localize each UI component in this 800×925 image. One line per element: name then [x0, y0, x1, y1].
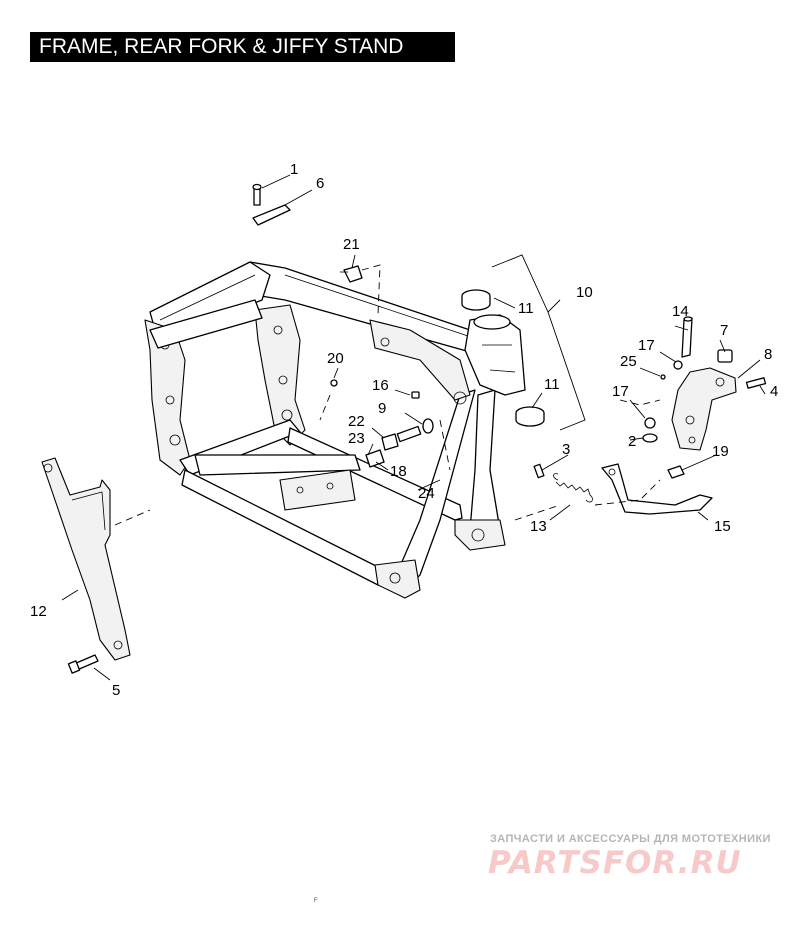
callout-3: 3 — [562, 441, 570, 458]
part-14-pivot-pin — [681, 316, 693, 358]
callout-19: 19 — [712, 443, 729, 460]
callout-4: 4 — [770, 383, 778, 400]
callout-10: 10 — [576, 284, 593, 301]
callout-7: 7 — [720, 322, 728, 339]
watermark-logo: PARTSFOR.RU — [488, 845, 742, 881]
part-16-nut — [411, 391, 420, 399]
callout-8: 8 — [764, 346, 772, 363]
part-9-bushing — [396, 418, 434, 443]
leader-lines — [61, 174, 766, 681]
part-19-stop — [667, 465, 685, 479]
part-7-bushing — [717, 349, 733, 363]
part-22-bracket — [381, 433, 399, 451]
part-15-jiffy-stand — [601, 463, 713, 515]
footer-mark: F — [314, 898, 318, 904]
callout-21: 21 — [343, 236, 360, 253]
main-frame — [144, 261, 526, 599]
part-17-upper-ball — [673, 360, 683, 370]
part-4-bolt — [745, 377, 767, 389]
part-8-stand-bracket — [671, 367, 737, 451]
callout-17-lower: 17 — [612, 383, 629, 400]
callout-1: 1 — [290, 161, 298, 178]
part-23-plate — [365, 449, 385, 468]
part-3-spring-pin — [533, 463, 545, 479]
part-2-clip — [642, 433, 658, 443]
callout-9: 9 — [378, 400, 386, 417]
part-20-plug — [330, 379, 338, 387]
page-title: FRAME, REAR FORK & JIFFY STAND — [30, 32, 455, 62]
part-25-screw — [660, 374, 666, 380]
callout-17-upper: 17 — [638, 337, 655, 354]
part-6-clip — [252, 204, 291, 226]
callout-2: 2 — [628, 433, 636, 450]
callout-15: 15 — [714, 518, 731, 535]
part-12-side-bracket — [41, 457, 131, 661]
part-17-lower-ball — [644, 417, 656, 429]
part-1-screw — [252, 183, 262, 206]
callout-11-upper: 11 — [518, 300, 534, 317]
part-11-upper-bearing-cup — [461, 289, 491, 311]
callout-20: 20 — [327, 350, 344, 367]
part-11-lower-bearing-cup — [515, 406, 545, 427]
callout-12: 12 — [30, 603, 47, 620]
callout-22: 22 — [348, 413, 365, 430]
front-left-cross-tube — [149, 299, 263, 349]
part-13-spring — [553, 473, 593, 503]
callout-6: 6 — [316, 175, 324, 192]
callout-5: 5 — [112, 682, 120, 699]
part-21-connector — [340, 265, 363, 283]
callout-13: 13 — [530, 518, 547, 535]
callout-18: 18 — [390, 463, 407, 480]
callout-16: 16 — [372, 377, 389, 394]
callout-14: 14 — [672, 303, 689, 320]
watermark-tagline: ЗАПЧАСТИ И АКСЕССУАРЫ ДЛЯ МОТОТЕХНИКИ — [490, 833, 771, 845]
callout-24: 24 — [418, 485, 435, 502]
part-5-bolt — [67, 654, 99, 674]
callout-25: 25 — [620, 353, 637, 370]
callout-23: 23 — [348, 430, 365, 447]
callout-11-lower: 11 — [544, 376, 560, 393]
callout-labels: 1 2 3 4 5 6 7 8 9 10 11 11 12 13 14 15 1… — [30, 161, 778, 699]
